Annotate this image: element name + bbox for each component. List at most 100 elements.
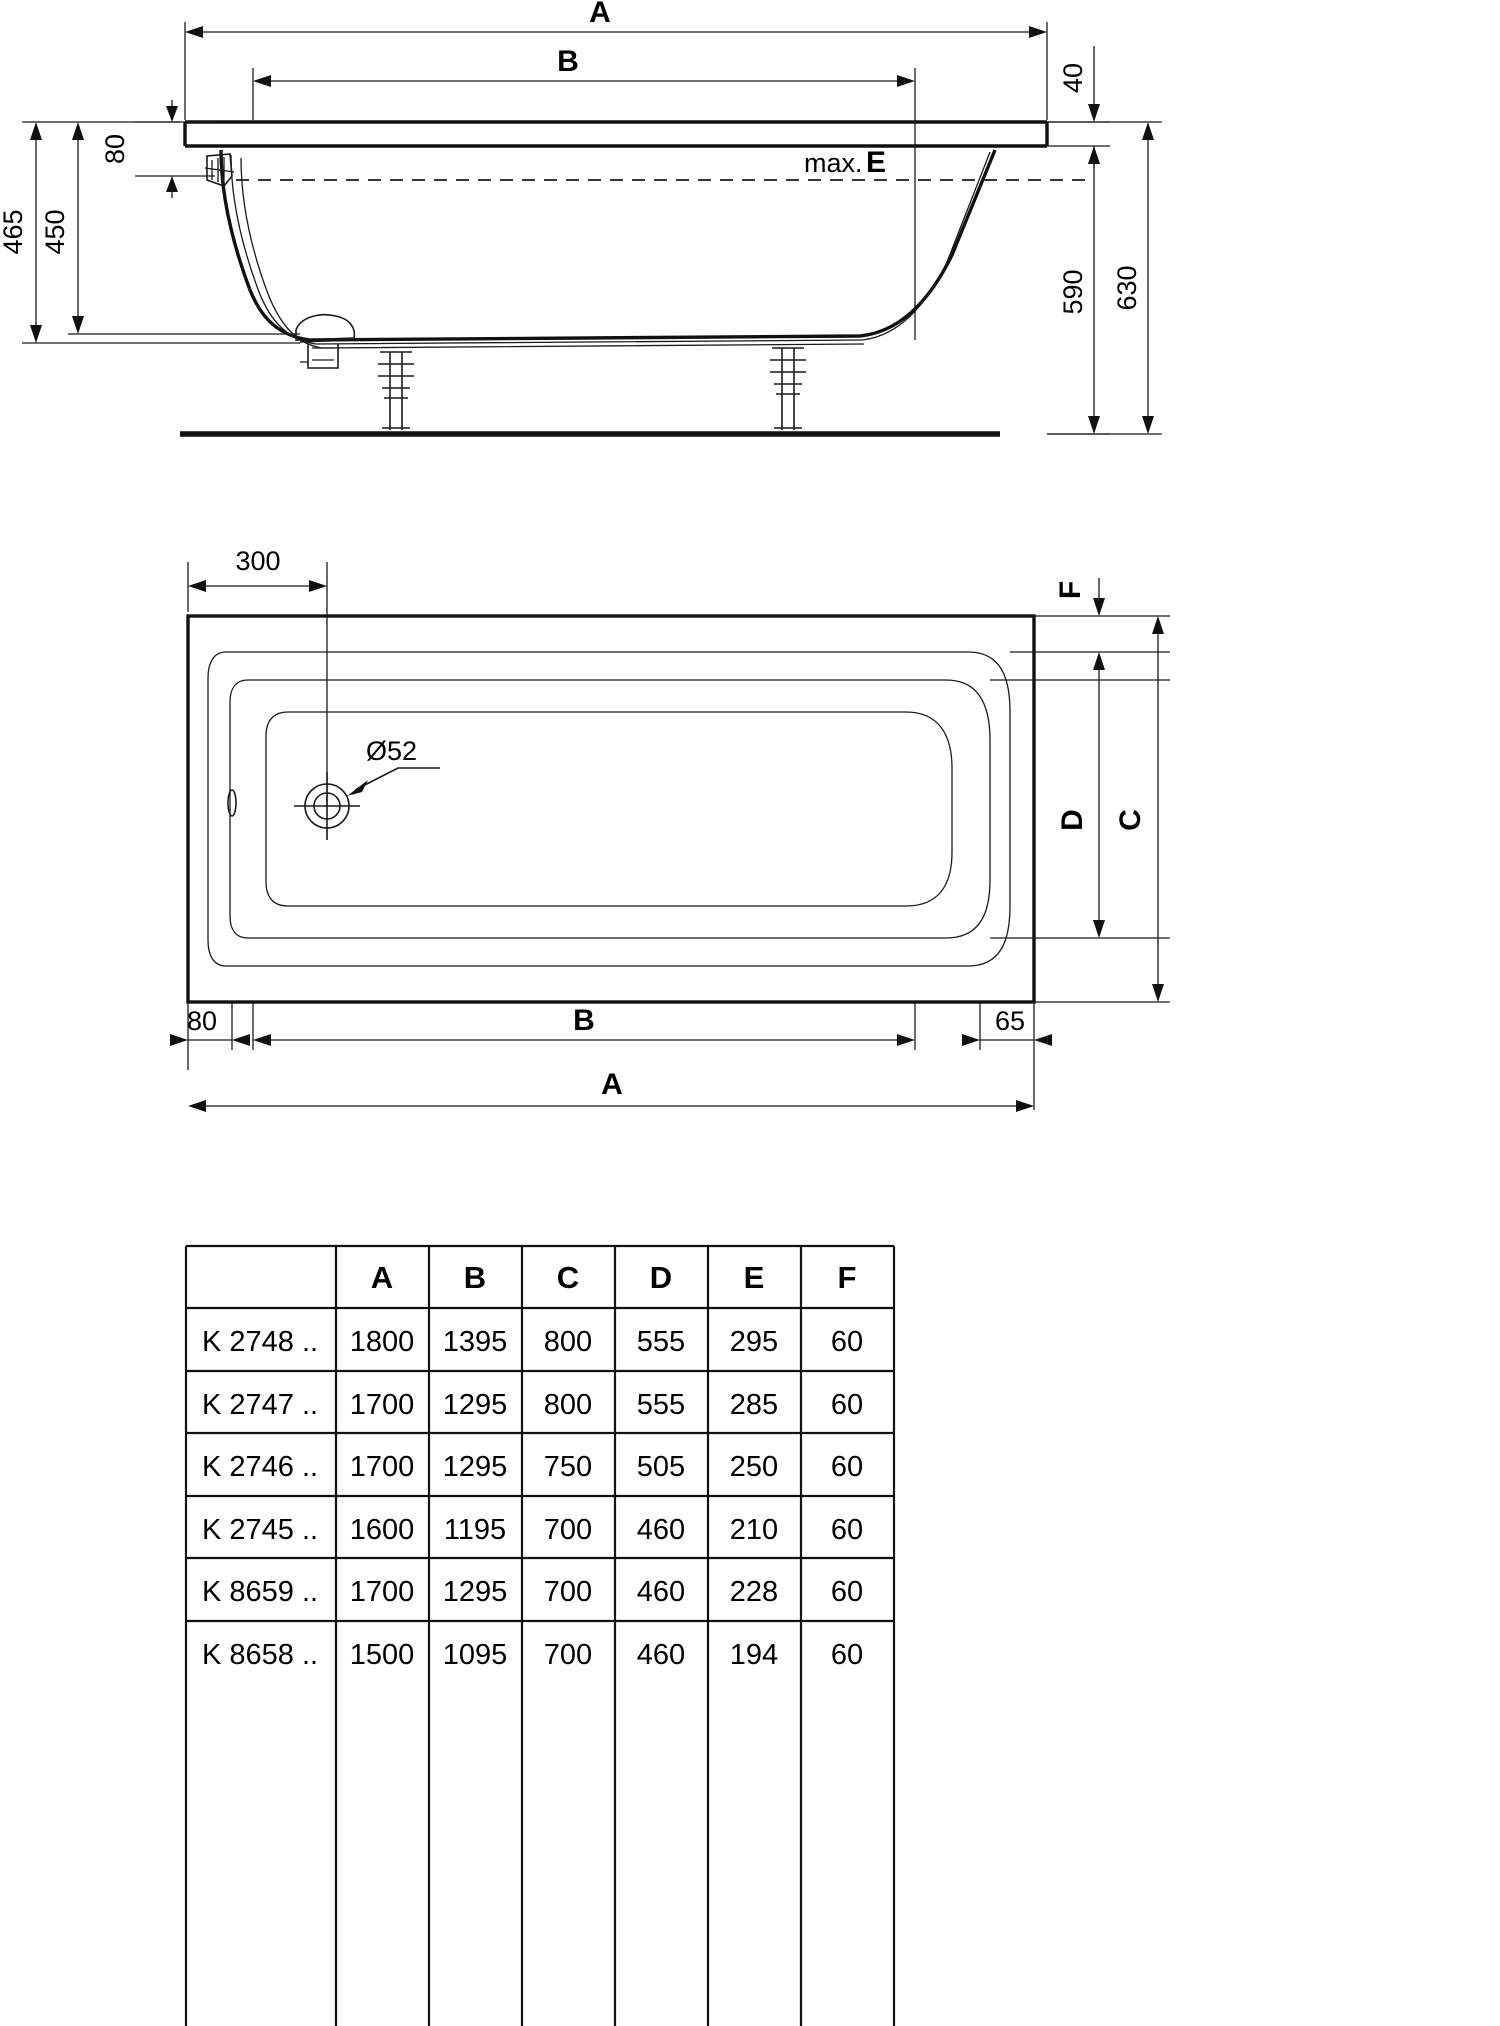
dim-65-plan-label: 65 xyxy=(995,1006,1025,1036)
dimension-450: 450 xyxy=(40,122,300,335)
dia52-leader-line xyxy=(354,767,440,791)
dim-C-arrow-top xyxy=(1152,616,1164,634)
dim-80p-arrow-right xyxy=(232,1034,250,1046)
dim-630-arrow-bottom xyxy=(1142,416,1154,434)
dim-450-arrow-bottom xyxy=(72,316,84,334)
max-water-level: max. E xyxy=(236,146,1094,181)
table-header-F: F xyxy=(838,1260,857,1295)
dim-Bp-arrow-left xyxy=(253,1034,271,1046)
table-cell-D: 460 xyxy=(637,1576,685,1608)
table-cell-B: 1295 xyxy=(443,1389,508,1421)
plan-contour-2 xyxy=(229,679,991,939)
dim-80-arrow-up xyxy=(166,176,178,192)
dim-450-label: 450 xyxy=(40,209,70,254)
dim-590-label: 590 xyxy=(1058,269,1088,314)
table-cell-A: 1700 xyxy=(350,1576,415,1608)
dim-B-arrow-right xyxy=(897,75,915,87)
table-cell-model: K 2747 .. xyxy=(202,1389,318,1421)
waste-trap-body xyxy=(295,314,356,341)
table-cell-D: 460 xyxy=(637,1639,685,1671)
dimension-590: 590 xyxy=(1047,158,1110,435)
dim-D-arrow-top xyxy=(1093,652,1105,670)
dimension-65-plan: 65 xyxy=(962,1002,1052,1110)
overflow-detail-4 xyxy=(204,167,235,173)
dimension-465: 465 xyxy=(0,121,300,344)
table-cell-E: 194 xyxy=(730,1639,778,1671)
dim-630-arrow-top xyxy=(1142,122,1154,140)
dim-40-arrow-down xyxy=(1088,104,1100,122)
dim-465-arrow-bottom xyxy=(30,325,42,343)
dim-Ap-arrow-right xyxy=(1016,1100,1034,1112)
dim-Ap-arrow-left xyxy=(188,1100,206,1112)
table-row: K 2747 .. 1700 1295 800 555 285 60 xyxy=(202,1389,863,1421)
dimension-A-plan: A xyxy=(188,1068,1034,1112)
dim-B-section-label: B xyxy=(557,45,579,78)
dim-A-plan-label: A xyxy=(601,1068,623,1101)
table-row: K 8658 .. 1500 1095 700 460 194 60 xyxy=(202,1639,863,1671)
table-cell-A: 1800 xyxy=(350,1326,415,1358)
dim-40-arrow-up xyxy=(1088,146,1100,164)
dimension-B-plan: B xyxy=(252,1002,916,1050)
plan-contour-1 xyxy=(207,651,1011,967)
table-cell-C: 700 xyxy=(544,1576,592,1608)
top-plan-view: Ø52 300 F xyxy=(170,546,1170,1112)
dim-D-plan-label: D xyxy=(1056,809,1089,831)
dim-A-arrow-right xyxy=(1029,26,1047,38)
table-cell-C: 800 xyxy=(544,1326,592,1358)
waste-trap-base xyxy=(299,339,353,343)
table-cell-F: 60 xyxy=(831,1451,863,1483)
dim-80-arrow-down xyxy=(166,106,178,122)
dim-450-arrow-top xyxy=(72,122,84,140)
dimension-80-plan: 80 xyxy=(170,1002,250,1070)
drain-diameter-callout: Ø52 xyxy=(347,736,440,796)
dimension-40: 40 xyxy=(1047,46,1110,168)
table-cell-A: 1700 xyxy=(350,1389,415,1421)
dim-F-arrow-down xyxy=(1093,598,1105,616)
table-cell-A: 1600 xyxy=(350,1514,415,1546)
dia52-label: Ø52 xyxy=(366,736,417,766)
side-section-view: A B 40 xyxy=(0,0,1162,437)
table-cell-model: K 2746 .. xyxy=(202,1451,318,1483)
dimension-A-section: A xyxy=(185,0,1047,38)
table-cell-model: K 2748 .. xyxy=(202,1326,318,1358)
tub-inner-profile xyxy=(219,149,997,342)
overflow-port-marker xyxy=(227,789,237,817)
table-cell-model: K 2745 .. xyxy=(202,1514,318,1546)
tub-profile-secondary xyxy=(230,154,863,345)
dim-80p-arrow-left xyxy=(170,1034,188,1046)
dim-C-plan-label: C xyxy=(1114,809,1147,831)
table-cell-F: 60 xyxy=(831,1326,863,1358)
table-header-A: A xyxy=(371,1260,393,1295)
dim-A-arrow-left xyxy=(185,26,203,38)
table-cell-C: 750 xyxy=(544,1451,592,1483)
tub-profile-right-secondary xyxy=(861,151,991,341)
dia52-leader-arrow xyxy=(347,780,368,796)
max-water-letter-E: E xyxy=(866,146,886,179)
support-leg-right xyxy=(770,347,806,430)
dim-65-arrow-left xyxy=(962,1034,980,1046)
table-cell-D: 505 xyxy=(637,1451,685,1483)
table-header-D: D xyxy=(650,1260,672,1295)
plan-contour-3 xyxy=(265,711,953,907)
dim-B-arrow-left xyxy=(253,75,271,87)
table-cell-C: 800 xyxy=(544,1389,592,1421)
dimension-630: 630 xyxy=(1047,121,1162,435)
dim-A-section-label: A xyxy=(589,0,611,29)
table-cell-B: 1095 xyxy=(443,1639,508,1671)
table-row: K 2745 .. 1600 1195 700 460 210 60 xyxy=(202,1514,863,1546)
dim-465-arrow-top xyxy=(30,122,42,140)
dim-D-arrow-bottom xyxy=(1093,920,1105,938)
table-header-E: E xyxy=(744,1260,765,1295)
dim-300-arrow-right xyxy=(309,580,327,592)
table-cell-A: 1500 xyxy=(350,1639,415,1671)
table-cell-F: 60 xyxy=(831,1639,863,1671)
dim-590-arrow-bottom xyxy=(1088,416,1100,434)
table-cell-B: 1295 xyxy=(443,1576,508,1608)
dim-65-arrow-right xyxy=(1034,1034,1052,1046)
dimension-80-section: 80 xyxy=(100,100,215,198)
table-cell-C: 700 xyxy=(544,1514,592,1546)
table-cell-C: 700 xyxy=(544,1639,592,1671)
dimension-B-section: B xyxy=(253,45,915,87)
dim-F-plan-label: F xyxy=(1054,581,1087,599)
